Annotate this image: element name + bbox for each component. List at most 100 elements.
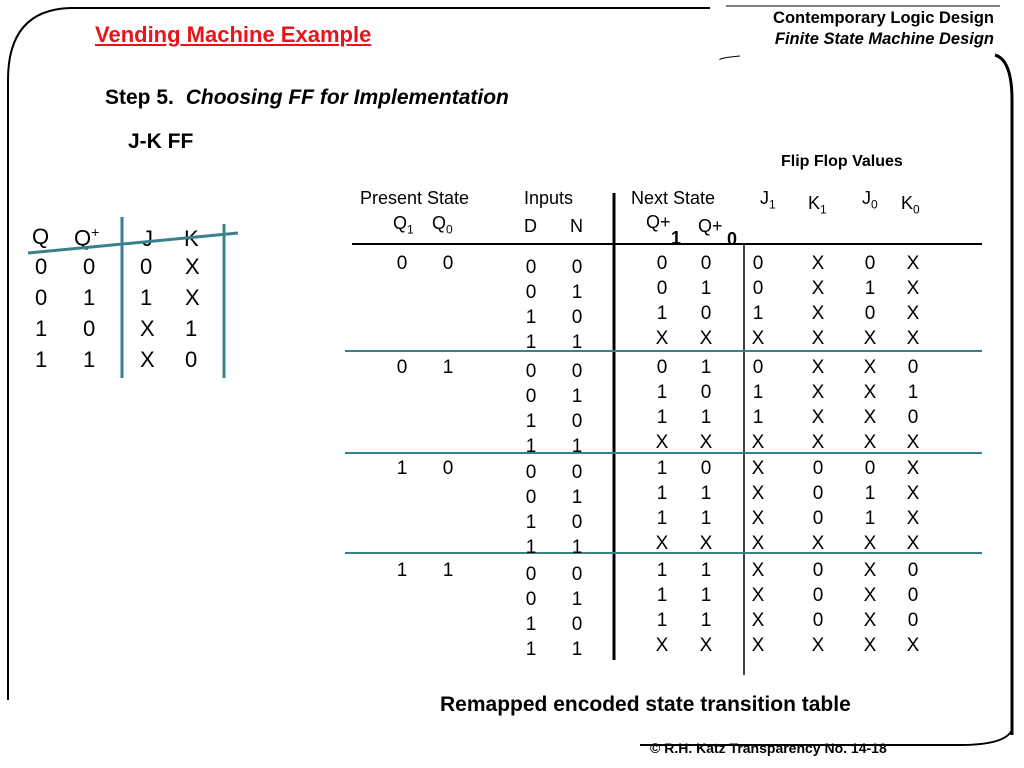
course-title: Contemporary Logic Design xyxy=(773,9,994,27)
table-cell: 1 xyxy=(442,357,454,378)
table-cell: 1 xyxy=(656,303,668,324)
table-cell: 1 xyxy=(571,386,583,407)
table-cell: 1 xyxy=(864,483,876,504)
table-cell: 1 xyxy=(752,382,764,403)
header-q1: Q1 xyxy=(393,213,414,237)
table-cell: X xyxy=(906,303,920,324)
table-cell: 1 xyxy=(525,411,537,432)
table-cell: 0 xyxy=(656,253,668,274)
table-cell: X xyxy=(906,533,920,554)
table-cell: X xyxy=(906,278,920,299)
table-cell: X xyxy=(811,635,825,656)
exc-cell: X xyxy=(140,316,155,341)
table-cell: 0 xyxy=(812,560,824,581)
exc-cell: 0 xyxy=(83,254,96,279)
exc-cell: 1 xyxy=(140,285,153,310)
table-cell: 1 xyxy=(656,560,668,581)
table-cell: 1 xyxy=(396,560,408,581)
table-cell: 1 xyxy=(700,483,712,504)
ff-type: J-K FF xyxy=(128,130,194,153)
table-cell: X xyxy=(751,432,765,453)
excitation-table-lines xyxy=(27,217,239,378)
table-cell: 0 xyxy=(571,411,583,432)
exc-cell: 0 xyxy=(83,316,96,341)
table-cell: X xyxy=(906,458,920,479)
table-cell: 0 xyxy=(396,253,408,274)
header-q0-plus: Q+ xyxy=(698,216,723,236)
table-cell: 1 xyxy=(525,332,537,353)
header-present-state: Present State xyxy=(360,188,470,208)
table-cell: X xyxy=(863,328,877,349)
header-q0: Q0 xyxy=(432,213,453,237)
table-cell: 0 xyxy=(396,357,408,378)
table-cell: 1 xyxy=(571,282,583,303)
table-cell: 1 xyxy=(525,537,537,558)
table-cell: 1 xyxy=(571,589,583,610)
table-cell: 1 xyxy=(442,560,454,581)
slide-title: Vending Machine Example xyxy=(95,22,372,47)
exc-header-q: Q xyxy=(32,224,50,249)
table-cell: 1 xyxy=(700,585,712,606)
exc-cell: 0 xyxy=(185,347,198,372)
table-cell: 0 xyxy=(812,508,824,529)
exc-header-qplus: Q+ xyxy=(74,224,100,251)
table-cell: 0 xyxy=(442,253,454,274)
table-cell: X xyxy=(863,585,877,606)
table-cell: 1 xyxy=(525,436,537,457)
table-cell: X xyxy=(863,407,877,428)
exc-cell: 1 xyxy=(35,347,48,372)
table-cell: 1 xyxy=(752,407,764,428)
table-cell: 1 xyxy=(700,278,712,299)
table-cell: 0 xyxy=(656,278,668,299)
table-cell: X xyxy=(655,432,669,453)
table-cell: 0 xyxy=(752,357,764,378)
header-q1-plus: Q+ xyxy=(646,212,671,232)
table-cell: 1 xyxy=(525,512,537,533)
table-cell: X xyxy=(811,303,825,324)
header-next-state: Next State xyxy=(631,188,716,208)
table-cell: 1 xyxy=(571,487,583,508)
table-cell: X xyxy=(811,357,825,378)
header-d: D xyxy=(524,216,537,236)
ff-values-label: Flip Flop Values xyxy=(781,153,903,170)
table-cell: 1 xyxy=(656,458,668,479)
table-cell: 0 xyxy=(864,458,876,479)
exc-cell: 0 xyxy=(35,254,48,279)
table-cell: 0 xyxy=(525,564,537,585)
table-cell: 1 xyxy=(571,332,583,353)
header-inputs: Inputs xyxy=(524,188,574,208)
table-cell: 0 xyxy=(907,585,919,606)
table-cell: 1 xyxy=(752,303,764,324)
header-q0-plus-sub: 0 xyxy=(727,229,738,249)
table-cell: X xyxy=(863,382,877,403)
table-cell: X xyxy=(811,407,825,428)
table-cell: 0 xyxy=(571,614,583,635)
table-cell: X xyxy=(751,610,765,631)
exc-cell: 0 xyxy=(140,254,153,279)
table-cell: 1 xyxy=(700,560,712,581)
table-cell: 0 xyxy=(907,357,919,378)
table-cell: X xyxy=(906,328,920,349)
table-cell: X xyxy=(811,328,825,349)
table-cell: X xyxy=(751,328,765,349)
table-caption: Remapped encoded state transition table xyxy=(440,693,851,716)
table-cell: 0 xyxy=(864,253,876,274)
table-cell: X xyxy=(863,610,877,631)
table-cell: X xyxy=(751,560,765,581)
table-cell: 1 xyxy=(656,483,668,504)
table-cell: X xyxy=(751,635,765,656)
table-cell: X xyxy=(655,533,669,554)
table-cell: X xyxy=(751,508,765,529)
table-cell: X xyxy=(699,635,713,656)
table-cell: X xyxy=(863,357,877,378)
table-cell: 1 xyxy=(525,639,537,660)
table-cell: 1 xyxy=(525,614,537,635)
header-n: N xyxy=(570,216,583,236)
table-cell: 1 xyxy=(571,639,583,660)
exc-cell: 1 xyxy=(83,347,96,372)
table-cell: 0 xyxy=(525,462,537,483)
step-heading: Step 5. Choosing FF for Implementation xyxy=(105,86,509,110)
table-cell: 0 xyxy=(907,560,919,581)
table-cell: 1 xyxy=(907,382,919,403)
